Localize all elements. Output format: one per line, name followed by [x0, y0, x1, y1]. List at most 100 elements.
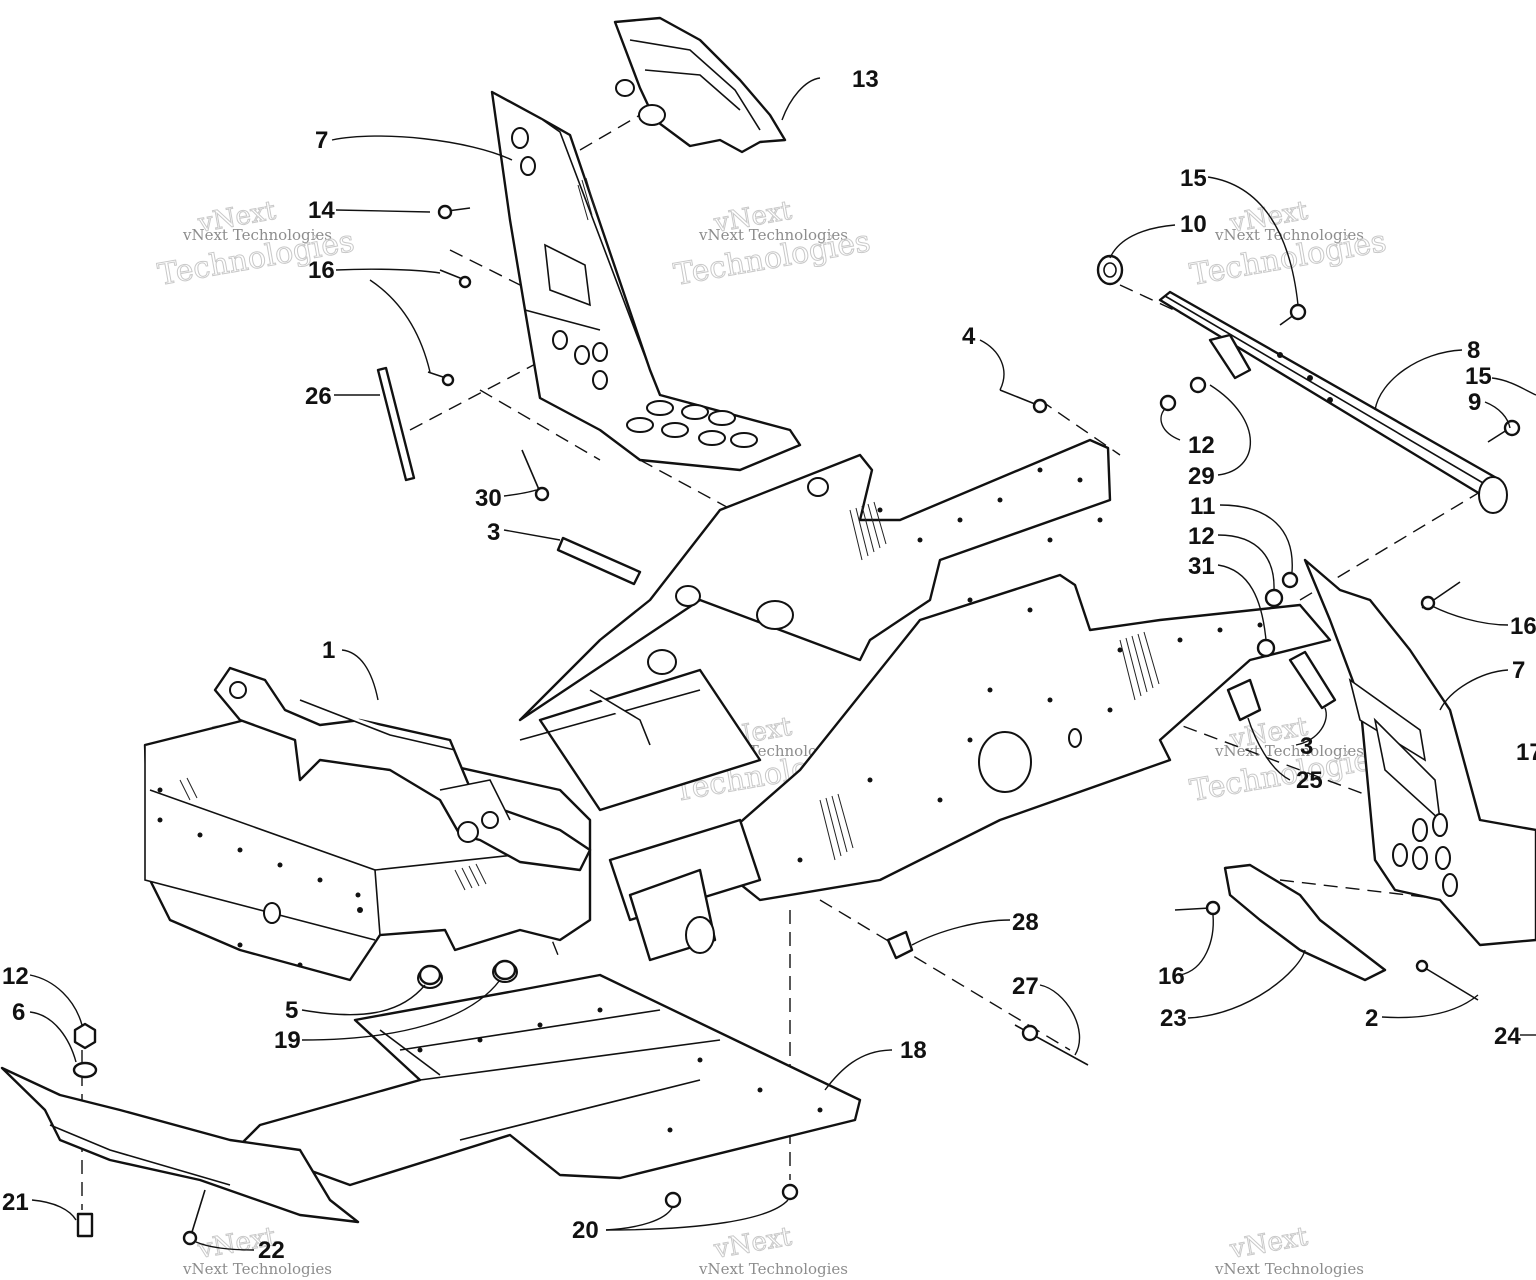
watermark-company: vNext Technologies — [182, 226, 332, 244]
leader-4 — [979, 339, 1005, 391]
callout-28: 28 — [1012, 909, 1039, 936]
callout-20: 20 — [572, 1217, 599, 1244]
leader-16c — [1431, 605, 1509, 626]
watermark-word1: vNext — [1227, 1222, 1310, 1265]
callout-18: 18 — [900, 1037, 927, 1064]
leader-11 — [1219, 504, 1293, 573]
watermark-company: vNext Technologies — [698, 1260, 848, 1278]
part-screw-22 — [182, 1189, 206, 1246]
watermark-company: vNext Technologies — [698, 226, 848, 244]
watermark-top-right: vNext vNext Technologies Technologies — [1187, 195, 1390, 293]
callout-labels: 13 7 14 16 26 30 3 4 15 10 8 15 9 12 29 … — [2, 66, 1536, 1264]
leader-29 — [1209, 384, 1251, 476]
callout-14: 14 — [308, 197, 335, 224]
callout-22: 22 — [258, 1237, 285, 1264]
callout-23: 23 — [1160, 1005, 1187, 1032]
part-bolt-9 — [1487, 419, 1521, 443]
assembly-line — [479, 389, 601, 461]
part-washer-6 — [72, 1061, 98, 1079]
watermark-bottom-right: vNext vNext Technologies — [1214, 1221, 1364, 1278]
part-rivet-16-right — [1420, 581, 1461, 611]
callout-27: 27 — [1012, 973, 1039, 1000]
leader-5 — [301, 984, 426, 1016]
callout-8: 8 — [1467, 337, 1480, 364]
callout-25: 25 — [1296, 767, 1323, 794]
leader-28 — [911, 919, 1011, 946]
part-bracket-plate-23 — [1223, 863, 1387, 982]
callout-15: 15 — [1180, 165, 1207, 192]
leader-13 — [781, 77, 821, 121]
callout-16: 16 — [1510, 613, 1536, 640]
callout-9: 9 — [1468, 389, 1481, 416]
callout-24: 24 — [1494, 1023, 1521, 1050]
leader-9 — [1484, 401, 1511, 429]
part-rivet-16-lower — [1174, 900, 1221, 916]
leader-22 — [195, 1241, 255, 1251]
part-rivet-2 — [1415, 959, 1479, 1001]
leader-23 — [1187, 949, 1306, 1019]
leader-12b — [1217, 534, 1275, 591]
callout-29: 29 — [1188, 463, 1215, 490]
callout-17: 17 — [1516, 739, 1536, 766]
leader-16d — [1179, 914, 1214, 976]
watermark-company: vNext Technologies — [1214, 1260, 1364, 1278]
frame-rivet-holes — [157, 467, 1263, 968]
leader-7b — [1439, 669, 1509, 711]
callout-16: 16 — [308, 257, 335, 284]
callout-2: 2 — [1365, 1005, 1378, 1032]
callout-1: 1 — [322, 637, 335, 664]
part-steering-tube — [1158, 290, 1508, 514]
part-rivets-16-upper — [427, 269, 472, 387]
assembly-line — [579, 114, 641, 151]
part-screw-21 — [76, 1212, 94, 1238]
callout-3: 3 — [487, 519, 500, 546]
part-steering-support-right — [1303, 558, 1536, 947]
leader-27 — [1039, 984, 1081, 1056]
part-headlight-housing — [613, 16, 787, 154]
leader-30 — [503, 489, 537, 497]
callout-13: 13 — [852, 66, 879, 93]
part-strip-3-lower — [1288, 650, 1337, 710]
callout-5: 5 — [285, 997, 298, 1024]
assembly-line — [449, 249, 531, 291]
watermark-word1: vNext — [711, 1222, 794, 1265]
callout-12: 12 — [1188, 523, 1215, 550]
callout-15: 15 — [1465, 363, 1492, 390]
leader-20a — [605, 1207, 673, 1231]
leader-6 — [29, 1011, 77, 1063]
callout-21: 21 — [2, 1189, 29, 1216]
part-nut-5 — [418, 964, 442, 986]
part-rivet-30 — [521, 449, 550, 502]
callout-30: 30 — [475, 485, 502, 512]
part-nut-12-lower — [73, 1022, 97, 1050]
leader-21 — [31, 1199, 77, 1221]
watermark-company: vNext Technologies — [1214, 742, 1364, 760]
bracket-holes — [511, 127, 758, 448]
leader-16b — [369, 279, 431, 373]
part-front-skid — [0, 1066, 360, 1224]
part-screws-20 — [664, 1183, 799, 1209]
callout-10: 10 — [1180, 211, 1207, 238]
part-clip-28 — [886, 930, 914, 960]
watermark-top-center: vNext vNext Technologies Technologies — [671, 195, 874, 293]
leader-20b — [605, 1199, 789, 1231]
leader-15a — [1207, 176, 1299, 306]
callout-12: 12 — [2, 963, 29, 990]
watermark-company: vNext Technologies — [182, 1260, 332, 1278]
leader-14 — [335, 209, 431, 213]
leader-18 — [824, 1049, 893, 1091]
watermark-mid-right: vNext vNext Technologies Technologies — [1187, 711, 1390, 809]
leader-25 — [1247, 717, 1291, 781]
part-belly-pan — [238, 973, 862, 1187]
leader-3b — [1295, 707, 1327, 746]
leader-31 — [1217, 564, 1267, 641]
leader-1 — [341, 649, 379, 701]
callout-7: 7 — [1512, 657, 1525, 684]
callout-4: 4 — [962, 323, 976, 350]
leader-2 — [1381, 994, 1479, 1019]
callout-11: 11 — [1190, 493, 1215, 520]
assembly-line — [1039, 399, 1121, 456]
leader-19 — [301, 979, 501, 1041]
callout-31: 31 — [1188, 553, 1215, 580]
